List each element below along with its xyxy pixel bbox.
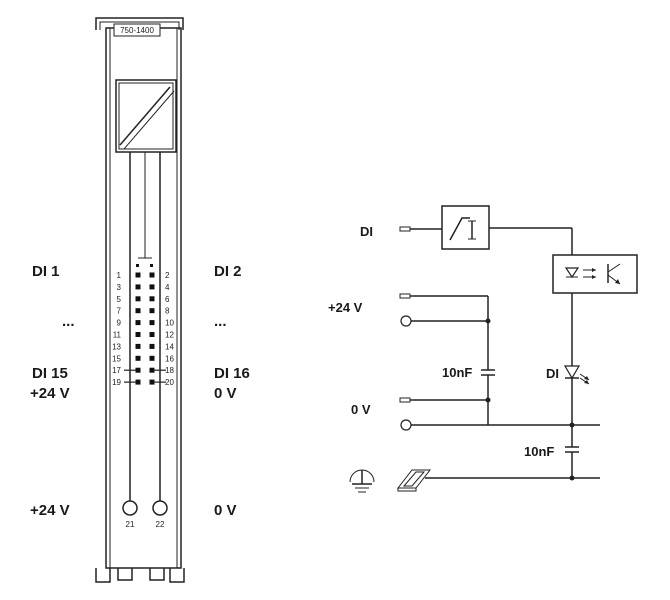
terminal-row: 9 10 [117, 319, 175, 328]
pin-number-left: 7 [117, 307, 122, 316]
terminal-contact [135, 308, 141, 314]
terminal-contact [135, 379, 141, 385]
di-input-terminal [399, 226, 411, 232]
label-di2: DI 2 [214, 263, 242, 280]
terminal-contact [149, 343, 155, 349]
pin-number-right: 14 [165, 342, 174, 351]
terminal-row: 11 12 [113, 331, 175, 340]
terminal-contact [135, 343, 141, 349]
optocoupler [552, 254, 638, 294]
terminal-contact [135, 272, 141, 278]
pin-number-right: 20 [165, 378, 174, 387]
pin-number-left: 11 [113, 331, 122, 340]
terminal-contact [149, 332, 155, 337]
pin-number-right: 12 [165, 331, 174, 340]
pin-number-left: 17 [112, 366, 121, 375]
label-di15: DI 15 [32, 365, 68, 382]
pin-number-left: 3 [117, 283, 122, 292]
bottom-terminal-21: 21 [122, 500, 138, 529]
terminal-contact [149, 296, 155, 302]
terminal-contact [135, 367, 141, 373]
pin-number-right: 10 [165, 319, 174, 328]
din-rail-icon [396, 469, 432, 492]
bottom-terminal-22: 22 [152, 500, 168, 529]
schematic-plus24-label: +24 V [328, 300, 363, 315]
terminal-contact [149, 284, 155, 290]
plus24-jumper-terminal [400, 315, 412, 327]
led-label: DI [546, 366, 559, 381]
cap-left-label: 10nF [442, 365, 472, 380]
zero-v-terminal [399, 397, 411, 403]
pin-number-right: 8 [165, 307, 170, 316]
terminal-contact [149, 379, 155, 385]
label-plus24-bottom: +24 V [30, 502, 70, 519]
internal-bus-lines [129, 152, 161, 505]
pin-number-right: 4 [165, 283, 170, 292]
part-number-label: 750-1400 [113, 23, 161, 37]
label-dots-left: ... [62, 313, 75, 330]
terminal-contact [135, 284, 141, 290]
pin-number-right: 18 [165, 366, 174, 375]
module-housing [95, 17, 185, 583]
pin-number-left: 1 [117, 271, 122, 280]
label-plus24-top: +24 V [30, 385, 70, 402]
terminal-contact [135, 332, 141, 337]
terminal-contact [149, 355, 155, 361]
pin-number-left: 9 [117, 319, 122, 328]
pin-number-right: 6 [165, 295, 170, 304]
plus24-terminal [399, 293, 411, 299]
terminal-contact [149, 320, 155, 326]
schematic-di-label: DI [360, 224, 373, 239]
terminal-contact [149, 272, 155, 278]
terminal-contact [135, 296, 141, 302]
terminal-row: 13 14 [112, 342, 174, 351]
svg-text:22: 22 [156, 520, 165, 529]
pin-number-right: 16 [165, 354, 174, 363]
pin-number-left: 5 [117, 295, 122, 304]
label-di16: DI 16 [214, 365, 250, 382]
converter-block [115, 79, 177, 153]
label-di1: DI 1 [32, 263, 60, 280]
input-filter-block [441, 205, 490, 250]
zero-v-jumper-terminal [400, 419, 412, 431]
terminal-contact [135, 355, 141, 361]
schematic-zero-v-label: 0 V [351, 402, 371, 417]
label-zero-v-top: 0 V [214, 385, 237, 402]
terminal-top-markers [136, 264, 153, 267]
pin-number-left: 19 [112, 378, 121, 387]
terminal-contact [149, 308, 155, 314]
cap-right-label: 10nF [524, 444, 554, 459]
schematic: DI +24 V [328, 205, 638, 493]
capacitor-left [481, 369, 495, 376]
terminal-contact [149, 367, 155, 373]
label-zero-v-bottom: 0 V [214, 502, 237, 519]
pin-number-right: 2 [165, 271, 170, 280]
part-number: 750-1400 [120, 26, 154, 35]
pin-number-left: 15 [112, 354, 121, 363]
protective-earth-icon [349, 469, 375, 493]
pin-number-left: 13 [112, 342, 121, 351]
capacitor-right [565, 446, 579, 453]
svg-text:21: 21 [126, 520, 135, 529]
terminal-contact [135, 320, 141, 326]
label-dots-right: ... [214, 313, 227, 330]
status-led [563, 365, 590, 385]
